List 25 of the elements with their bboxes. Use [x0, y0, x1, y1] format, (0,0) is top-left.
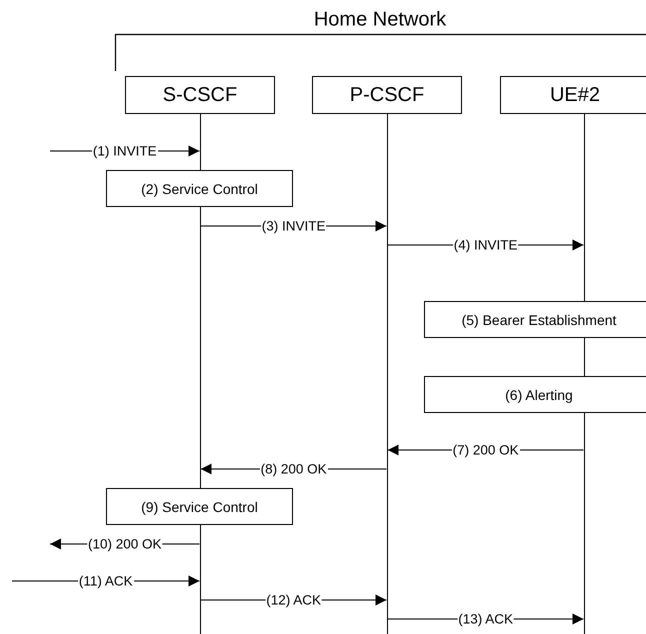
- edge-label: (11) ACK: [78, 574, 134, 588]
- box-label: S-CSCF: [162, 84, 238, 106]
- edge-label: (10) 200 OK: [86, 536, 163, 552]
- process-box: [106, 170, 293, 207]
- edge-label: (4) INVITE: [452, 238, 518, 252]
- process-box: [312, 76, 462, 114]
- edge-label: (13) ACK: [457, 612, 514, 626]
- edge-label: (12) ACK: [265, 592, 322, 608]
- box-label: (9) Service Control: [141, 498, 258, 514]
- box-label: P-CSCF: [350, 84, 424, 106]
- process-box: [106, 488, 293, 525]
- process-box: [424, 376, 646, 413]
- process-box: [500, 76, 646, 114]
- process-box: [125, 76, 275, 114]
- heading: Home Network: [314, 8, 446, 32]
- edge-label: (3) INVITE: [260, 218, 326, 234]
- lifeline: [386, 114, 388, 634]
- edge-label: (1) INVITE: [92, 144, 158, 158]
- process-box: [424, 301, 646, 338]
- box-label: (5) Bearer Establishment: [462, 312, 616, 328]
- edge-label: (8) 200 OK: [260, 462, 328, 476]
- box-label: (6) Alerting: [505, 386, 573, 402]
- box-label: UE#2: [550, 84, 600, 106]
- box-label: (2) Service Control: [141, 180, 258, 196]
- edge-label: (7) 200 OK: [452, 442, 520, 458]
